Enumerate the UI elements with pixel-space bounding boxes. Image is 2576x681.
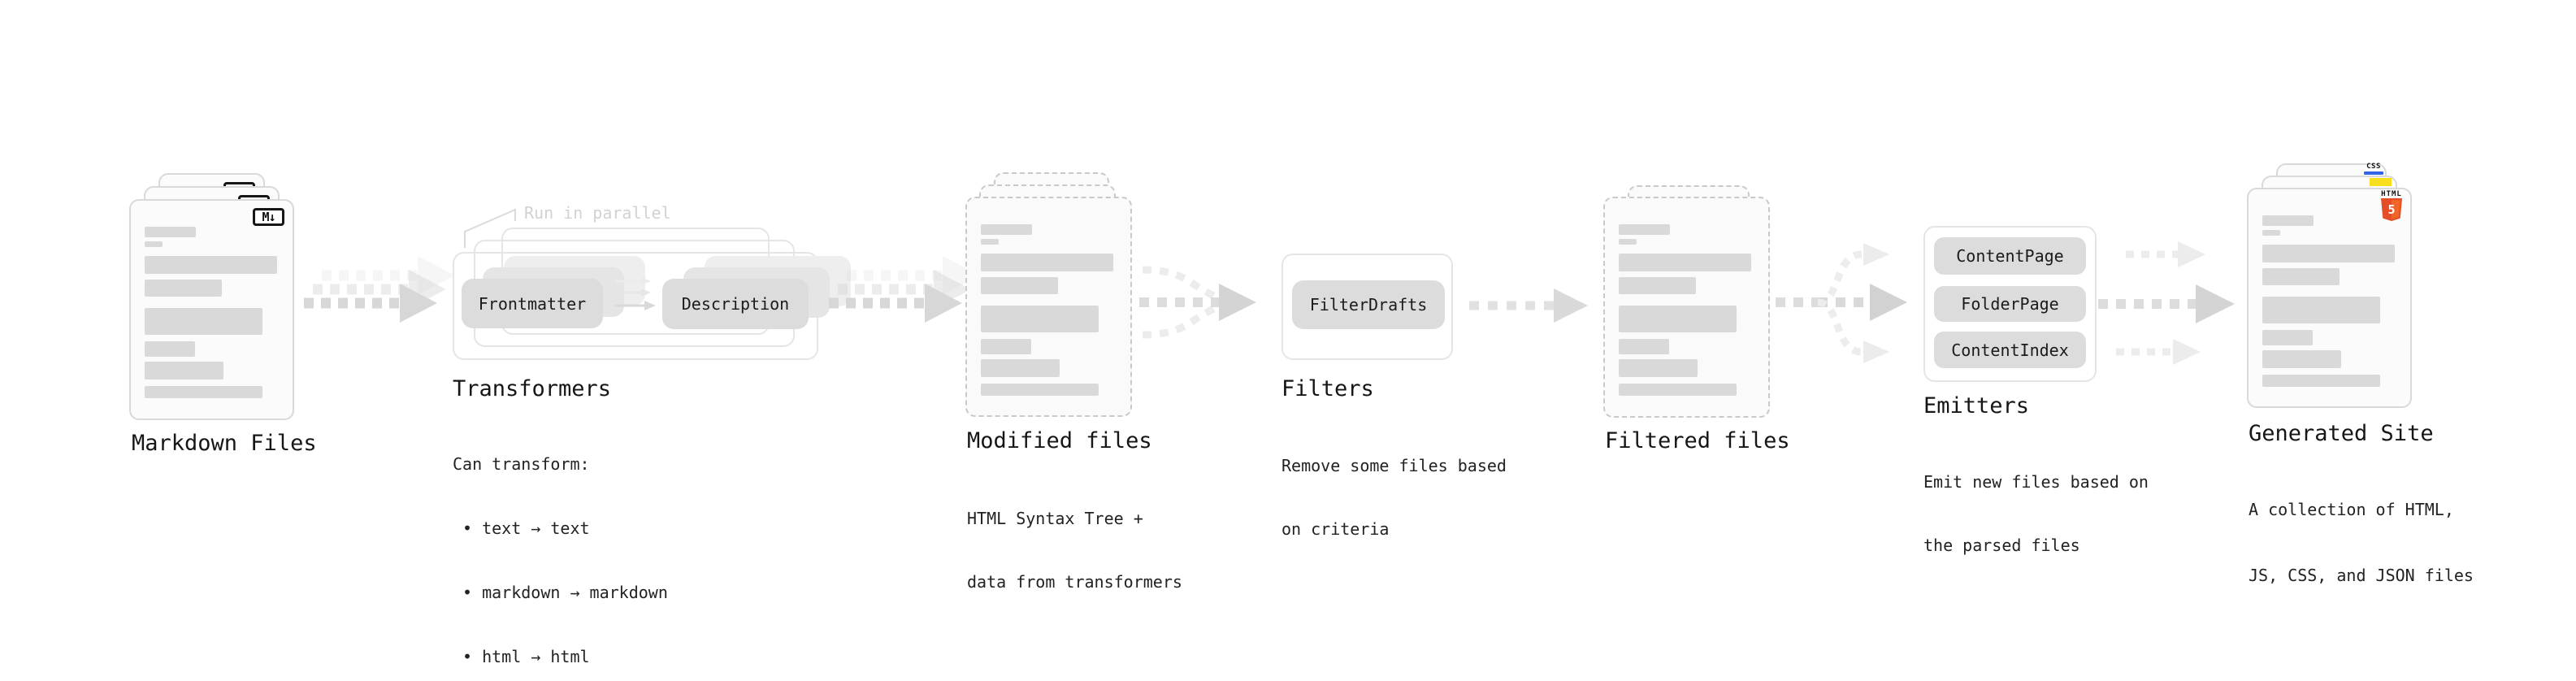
filters-desc-line: on criteria [1281,519,1390,539]
contentpage-pill: ContentPage [1934,237,2086,275]
placeholder-text-bar [1619,359,1698,377]
placeholder-text-bar [2262,268,2340,285]
modified-files-label: Modified files [967,428,1152,453]
annotation-leader-line [464,208,516,248]
placeholder-text-bar [981,224,1032,235]
markdown-file-card: M↓ [129,199,294,420]
stage-emitters: ContentPage FolderPage ContentIndex Emit… [1923,226,2167,555]
placeholder-text-bar [2262,230,2280,236]
stage-transformers: Run in parallel Frontmatter Description … [453,203,851,666]
stage-filters: FilterDrafts Filters Remove some files b… [1281,254,1525,539]
modified-files-description: HTML Syntax Tree + data from transformer… [967,466,1182,635]
placeholder-text-bar [145,227,196,237]
description-pill: Description [662,279,809,329]
arrow-modified-to-filters [1139,266,1256,339]
html5-icon: HTML 5 [2379,190,2404,224]
placeholder-text-bar [981,359,1060,377]
placeholder-text-bar [981,239,999,245]
placeholder-text-bar [2262,215,2314,226]
placeholder-text-bar [2262,330,2313,345]
placeholder-text-bar [1619,224,1670,235]
css-badge-text: CSS [2366,163,2381,171]
filters-desc-line: Remove some files based [1281,456,1507,475]
placeholder-text-bar [1619,339,1669,354]
transformers-description: Can transform: • text → text • markdown … [453,411,668,681]
transformers-title: Transformers [453,376,612,401]
arrow-emitters-to-generated [2098,241,2235,365]
placeholder-text-bar [145,280,222,297]
modified-files-desc-line: data from transformers [967,572,1182,592]
placeholder-text-bar [2262,350,2341,368]
filters-title: Filters [1281,376,1374,401]
transformers-bullet: • text → text [462,518,590,538]
placeholder-text-bar [1619,277,1696,294]
html5-number: 5 [2387,202,2395,217]
filters-description: Remove some files based on criteria [1281,413,1507,582]
emitters-desc-line: Emit new files based on [1923,472,2149,492]
modified-file-card [965,197,1132,417]
css-icon: CSS [2364,163,2383,175]
transformers-bullet: • html → html [462,647,590,666]
transformers-subtitle: Can transform: [453,454,590,474]
placeholder-text-bar [1619,239,1637,245]
generated-file-card [2247,188,2412,408]
generated-site-label: Generated Site [2249,421,2434,446]
transformers-bullet: • markdown → markdown [462,583,668,602]
emitters-title: Emitters [1923,393,2030,419]
placeholder-text-bar [145,241,163,247]
markdown-files-label: Markdown Files [132,431,317,456]
filterdrafts-pill: FilterDrafts [1292,280,1445,329]
generated-site-desc-line: JS, CSS, and JSON files [2249,566,2474,585]
modified-files-desc-line: HTML Syntax Tree + [967,509,1143,528]
arrow-filters-to-filtered [1469,288,1588,323]
placeholder-text-bar [2262,375,2380,387]
emitters-desc-line: the parsed files [1923,536,2080,555]
filtered-file-card [1603,197,1770,418]
js-icon [2370,178,2392,186]
placeholder-text-bar [145,341,195,357]
arrow-filtered-to-emitters [1776,243,1907,363]
generated-site-description: A collection of HTML, JS, CSS, and JSON … [2249,455,2474,631]
placeholder-text-bar [145,308,262,335]
folderpage-pill: FolderPage [1934,286,2086,322]
generated-site-desc-line: A collection of HTML, [2249,500,2454,519]
filtered-files-label: Filtered files [1605,428,1790,453]
placeholder-text-bar [145,256,277,274]
placeholder-text-bar [981,254,1113,271]
mini-parallel-arrows [615,277,656,310]
placeholder-text-bar [145,386,262,398]
placeholder-text-bar [981,384,1099,396]
placeholder-text-bar [145,362,223,380]
run-in-parallel-annotation: Run in parallel [524,203,671,223]
placeholder-text-bar [981,306,1099,332]
placeholder-text-bar [2262,245,2395,262]
frontmatter-pill: Frontmatter [462,279,603,328]
placeholder-text-bar [1619,254,1751,271]
placeholder-text-bar [981,277,1058,294]
markdown-icon: M↓ [253,208,284,226]
arrow-markdown-to-transformers [304,257,455,323]
arrow-transformers-to-modified [829,257,980,323]
placeholder-text-bar [981,339,1031,354]
html5-badge-text: HTML [2381,190,2402,198]
placeholder-text-bar [1619,384,1737,396]
html5-shield: 5 [2381,198,2402,221]
emitters-description: Emit new files based on the parsed files [1923,429,2149,598]
placeholder-text-bar [2262,297,2380,323]
placeholder-text-bar [1619,306,1737,332]
css-badge-bar [2364,171,2383,175]
contentindex-pill: ContentIndex [1934,332,2086,368]
